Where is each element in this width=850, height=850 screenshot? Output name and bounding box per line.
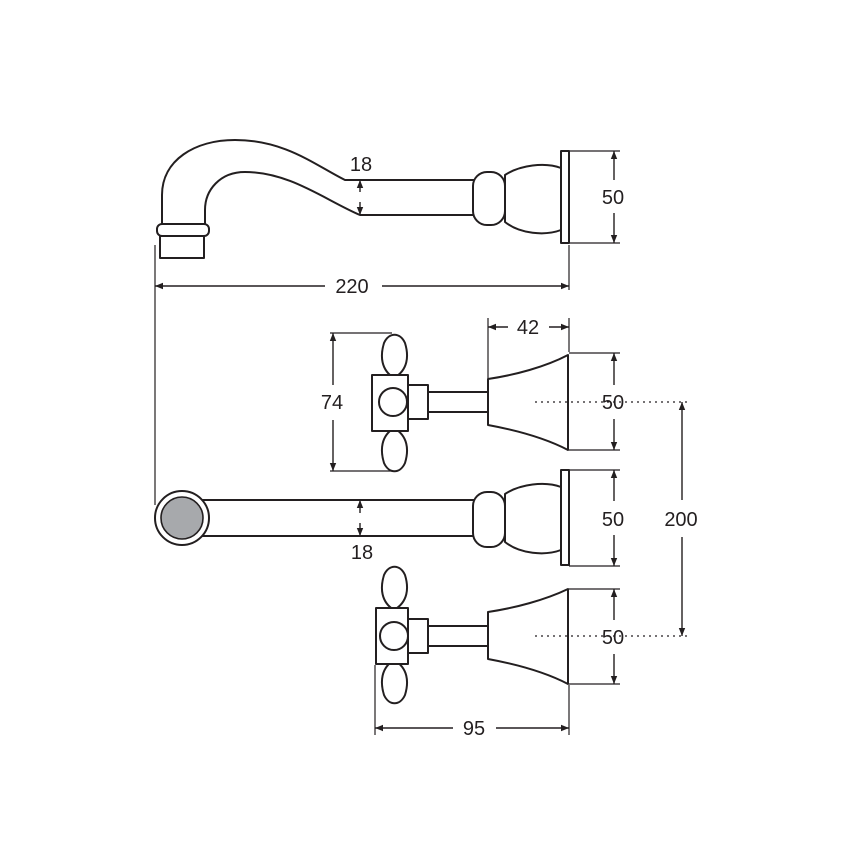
lower-tap-handle-boss	[379, 621, 409, 651]
upper-tap-flange-cone	[487, 354, 569, 451]
upper-tap-handle-boss	[378, 387, 408, 417]
dimension-lines	[155, 151, 686, 732]
spout-outlet-nozzle	[159, 235, 205, 259]
dim-spout-length-label: 220	[335, 276, 368, 298]
dim-flange-top-label: 50	[602, 187, 624, 209]
spout-plan	[154, 469, 570, 566]
dim-flange-upper-tap-label: 50	[602, 392, 624, 414]
spout-plan-outlet-aerator	[160, 496, 204, 540]
dim-flange-lower-tap-label: 50	[602, 627, 624, 649]
lower-tap	[375, 565, 569, 705]
lower-tap-handle-arm-bottom	[380, 659, 408, 705]
dim-tap-centres-label: 200	[664, 509, 697, 531]
spout-elevation	[156, 139, 570, 259]
upper-tap-spindle	[424, 391, 491, 413]
dim-spout-dia-plan-label: 18	[351, 542, 373, 564]
dim-spout-dia-top-label: 18	[350, 154, 372, 176]
dimension-labels: 18 50 220 42 74 50 50 200 18 50 95	[321, 154, 698, 740]
spout-outlet-ring	[156, 223, 210, 237]
dim-flange-spout-plan-label: 50	[602, 509, 624, 531]
dim-flange-depth-label: 42	[517, 317, 539, 339]
lower-tap-spindle-collar	[407, 618, 429, 654]
lower-tap-spindle	[424, 625, 491, 647]
spout-wall-body	[504, 163, 562, 235]
spout-flange-plate	[560, 150, 570, 244]
upper-tap-spindle-collar	[407, 384, 429, 420]
upper-tap	[371, 333, 569, 473]
upper-tap-handle-arm-top	[380, 333, 408, 379]
spout-plan-wall-body	[504, 482, 562, 555]
dim-tap-projection-label: 95	[463, 718, 485, 740]
spout-plan-collar-nut	[472, 491, 506, 548]
spout-collar-nut	[472, 171, 506, 226]
spout-plan-pipe	[179, 499, 476, 537]
spout-plan-flange-plate	[560, 469, 570, 566]
dim-handle-height-label: 74	[321, 392, 343, 414]
lower-tap-flange-cone	[487, 588, 569, 685]
spout-gooseneck	[161, 139, 476, 231]
upper-tap-handle-arm-bottom	[380, 427, 408, 473]
lower-tap-handle-arm-top	[380, 565, 408, 611]
